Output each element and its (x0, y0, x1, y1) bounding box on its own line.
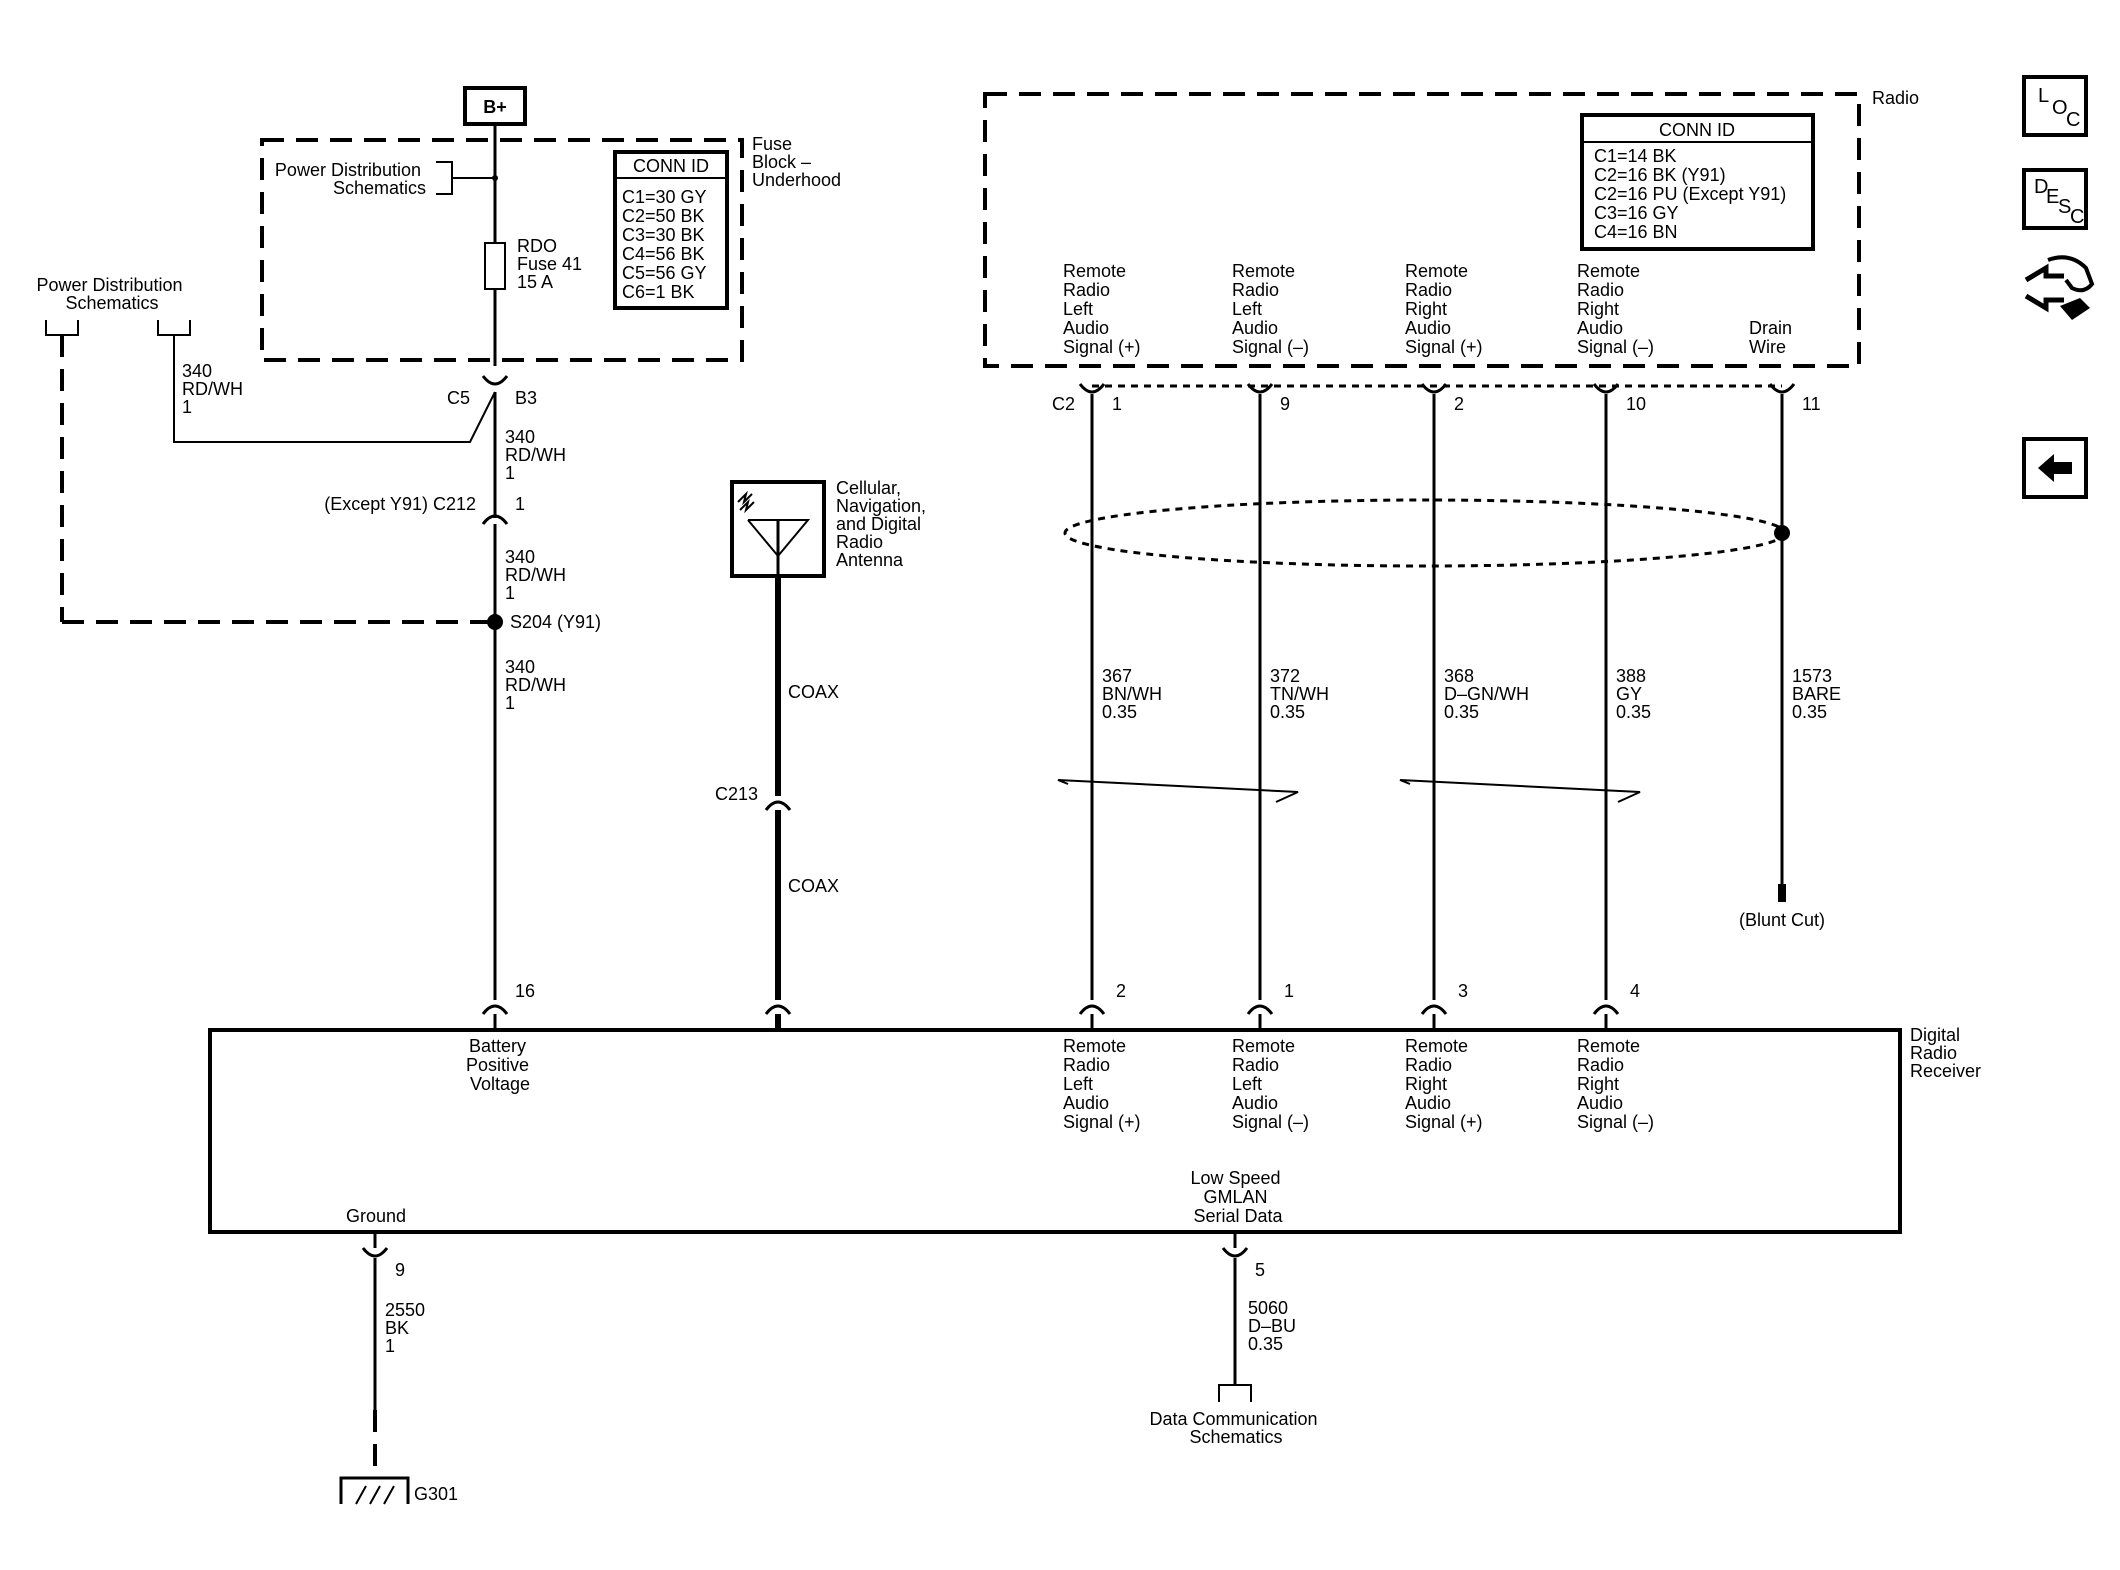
shield-drain-splice (1774, 525, 1790, 541)
wire-368-label: 368 D–GN/WH 0.35 (1444, 666, 1534, 722)
back-arrow-icon[interactable] (2022, 437, 2088, 499)
radio-conn-id-rows: C1=14 BK C2=16 BK (Y91) C2=16 PU (Except… (1594, 146, 1791, 242)
antenna-label: Cellular, Navigation, and Digital Radio … (836, 478, 931, 570)
radio-signal-label-1: Remote Radio Left Audio Signal (+) (1063, 261, 1141, 357)
radio-pin-10: 10 (1626, 394, 1646, 414)
receiver-gmlan-label: Low Speed GMLAN Serial Data (1190, 1168, 1285, 1226)
digital-radio-receiver-box (208, 1028, 1902, 1234)
power-distribution-top-label: Power Distribution Schematics (275, 160, 426, 198)
desc-icon-letter: E (2046, 186, 2060, 208)
coax-lower-label: COAX (788, 876, 839, 896)
data-comm-label: Data Communication Schematics (1149, 1409, 1322, 1447)
data-comm-terminal (1218, 1384, 1252, 1402)
c213-label: C213 (715, 784, 758, 804)
coax-upper-label: COAX (788, 682, 839, 702)
desc-icon[interactable]: D E S C (2022, 168, 2088, 230)
connector-hand-icon[interactable] (2020, 250, 2096, 330)
c212-label: (Except Y91) C212 (324, 494, 476, 514)
wire-2550-label: 2550 BK 1 (385, 1300, 430, 1356)
shield-ellipse (1063, 498, 1787, 568)
desc-icon-letter: C (2070, 206, 2085, 228)
c5-label: C5 (447, 388, 470, 408)
loc-icon-letter: C (2066, 109, 2081, 131)
wire-1573-label: 1573 BARE 0.35 (1792, 666, 1846, 722)
s204-label: S204 (Y91) (510, 612, 601, 632)
twisted-pair-right (1399, 779, 1641, 803)
receiver-signal-label-1: Remote Radio Left Audio Signal (+) (1063, 1036, 1141, 1132)
twisted-pair-left (1057, 779, 1299, 803)
receiver-signal-label-2: Remote Radio Left Audio Signal (–) (1232, 1036, 1309, 1132)
loc-icon-letter: L (2038, 85, 2050, 107)
blunt-cut-label: (Blunt Cut) (1739, 910, 1825, 930)
radio-pin-11: 11 (1802, 394, 1821, 414)
blunt-cut-end (1778, 884, 1786, 902)
g301-label: G301 (414, 1484, 458, 1504)
radio-label: Radio (1872, 88, 1919, 108)
wire-388-label: 388 GY 0.35 (1616, 666, 1651, 722)
receiver-pin-1: 1 (1284, 981, 1294, 1001)
receiver-pin-3: 3 (1458, 981, 1468, 1001)
desc-icon-letter: S (2058, 196, 2072, 218)
gmlan-pin: 5 (1255, 1260, 1265, 1280)
c212-pin: 1 (515, 494, 525, 514)
receiver-battery-pin: 16 (515, 981, 535, 1001)
receiver-battery-label: Battery Positive Voltage (466, 1036, 534, 1094)
fuse-block-boundary (260, 138, 744, 362)
receiver-signal-label-4: Remote Radio Right Audio Signal (–) (1577, 1036, 1654, 1132)
radio-signal-label-4: Remote Radio Right Audio Signal (–) (1577, 261, 1654, 357)
radio-signal-label-drain: Drain Wire (1749, 318, 1797, 357)
battery-label: B+ (483, 97, 507, 117)
desc-icon-letter: D (2034, 176, 2049, 198)
wire-c212-s204-label: 340 RD/WH 1 (505, 547, 571, 603)
power-distribution-left-label: Power Distribution Schematics (36, 275, 187, 313)
radio-conn-id-title: CONN ID (1659, 120, 1735, 140)
loc-icon-letter: O (2052, 97, 2068, 119)
fuse-block-label: Fuse Block – Underhood (752, 134, 841, 190)
receiver-label: Digital Radio Receiver (1910, 1025, 1981, 1081)
fuse-conn-id-title: CONN ID (633, 156, 709, 176)
wire-372-label: 372 TN/WH 0.35 (1270, 666, 1334, 722)
radio-pin-9: 9 (1280, 394, 1290, 414)
receiver-signal-label-3: Remote Radio Right Audio Signal (+) (1405, 1036, 1483, 1132)
fuse-conn-id-rows: C1=30 GY C2=50 BK C3=30 BK C4=56 BK C5=5… (622, 187, 711, 302)
receiver-ground-label: Ground (346, 1206, 406, 1226)
wire-367-label: 367 BN/WH 0.35 (1102, 666, 1167, 722)
radio-signal-label-3: Remote Radio Right Audio Signal (+) (1405, 261, 1483, 357)
ground-pin: 9 (395, 1260, 405, 1280)
radio-signal-label-2: Remote Radio Left Audio Signal (–) (1232, 261, 1309, 357)
loc-icon[interactable]: L O C (2022, 75, 2088, 137)
wire-s204-receiver-label: 340 RD/WH 1 (505, 657, 571, 713)
wire-pd-left-label: 340 RD/WH 1 (182, 361, 248, 417)
rdo-fuse-icon (484, 242, 506, 290)
radio-pin-1: 1 (1112, 394, 1122, 414)
b3-label: B3 (515, 388, 537, 408)
receiver-pin-4: 4 (1630, 981, 1640, 1001)
c2-label: C2 (1052, 394, 1075, 414)
rdo-fuse-label: RDO Fuse 41 15 A (517, 236, 587, 292)
receiver-pin-2: 2 (1116, 981, 1126, 1001)
wire-5060-label: 5060 D–BU 0.35 (1248, 1298, 1301, 1354)
wire-b3-c212-label: 340 RD/WH 1 (505, 427, 571, 483)
antenna-icon (747, 519, 811, 558)
radio-pin-2: 2 (1454, 394, 1464, 414)
radio-boundary (983, 92, 1861, 368)
ground-icon (339, 1476, 410, 1505)
radio-conn-id (1580, 113, 1815, 251)
